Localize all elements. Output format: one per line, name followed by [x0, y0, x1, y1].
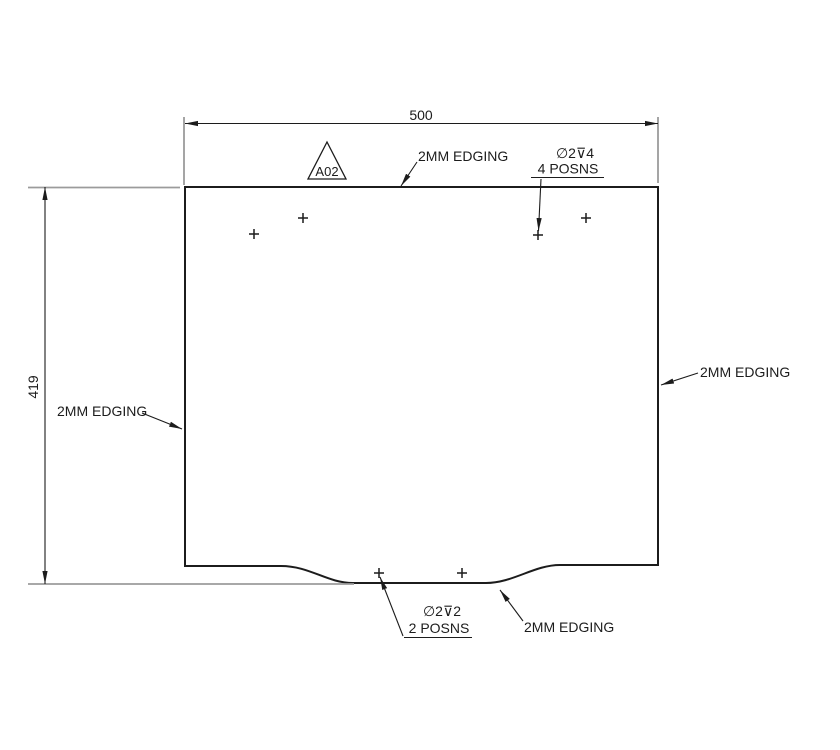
dim-height-label: 419: [25, 375, 41, 399]
dim-height: 419: [25, 187, 48, 584]
hole-marker: [249, 229, 259, 239]
dim-width-label: 500: [409, 107, 433, 123]
leader-holes-top: [536, 178, 542, 232]
hole-marker: [374, 568, 384, 578]
leader-edging-bottom: [499, 589, 524, 622]
edging-top-label: 2MM EDGING: [418, 148, 508, 164]
datum-triangle-icon: [306, 140, 348, 180]
holes-top-spec: ∅2⊽4: [556, 145, 594, 161]
hole-marker: [581, 213, 591, 223]
leader-holes-bottom: [379, 576, 404, 637]
hole-marker: [457, 568, 467, 578]
dim-width-arrow-right-icon: [645, 120, 658, 127]
holes-bottom-spec: ∅2⊽2: [423, 603, 461, 619]
dim-width-arrow-left-icon: [185, 120, 198, 127]
leader-edging-top: [400, 161, 418, 187]
datum-label: A02: [315, 164, 338, 179]
dim-width: 500: [185, 107, 658, 127]
hole-marker: [298, 213, 308, 223]
leader-edging-right: [660, 372, 699, 386]
edging-right-label: 2MM EDGING: [700, 364, 790, 380]
dim-height-arrow-top-icon: [42, 187, 48, 200]
hole-markers: [249, 213, 591, 578]
panel-outline: [184, 186, 659, 584]
holes-top-note: ∅2⊽4 4 POSNS: [531, 145, 604, 179]
edging-left-label: 2MM EDGING: [57, 403, 147, 419]
holes-top-positions: 4 POSNS: [538, 161, 599, 177]
leader-edging-left: [141, 412, 183, 430]
hole-marker: [533, 230, 543, 240]
edging-bottom-label: 2MM EDGING: [524, 619, 614, 635]
holes-bottom-note: ∅2⊽2 2 POSNS: [404, 603, 472, 639]
holes-bottom-positions: 2 POSNS: [409, 620, 470, 636]
datum-symbol: A02: [306, 140, 348, 180]
dim-height-arrow-bottom-icon: [42, 571, 48, 584]
